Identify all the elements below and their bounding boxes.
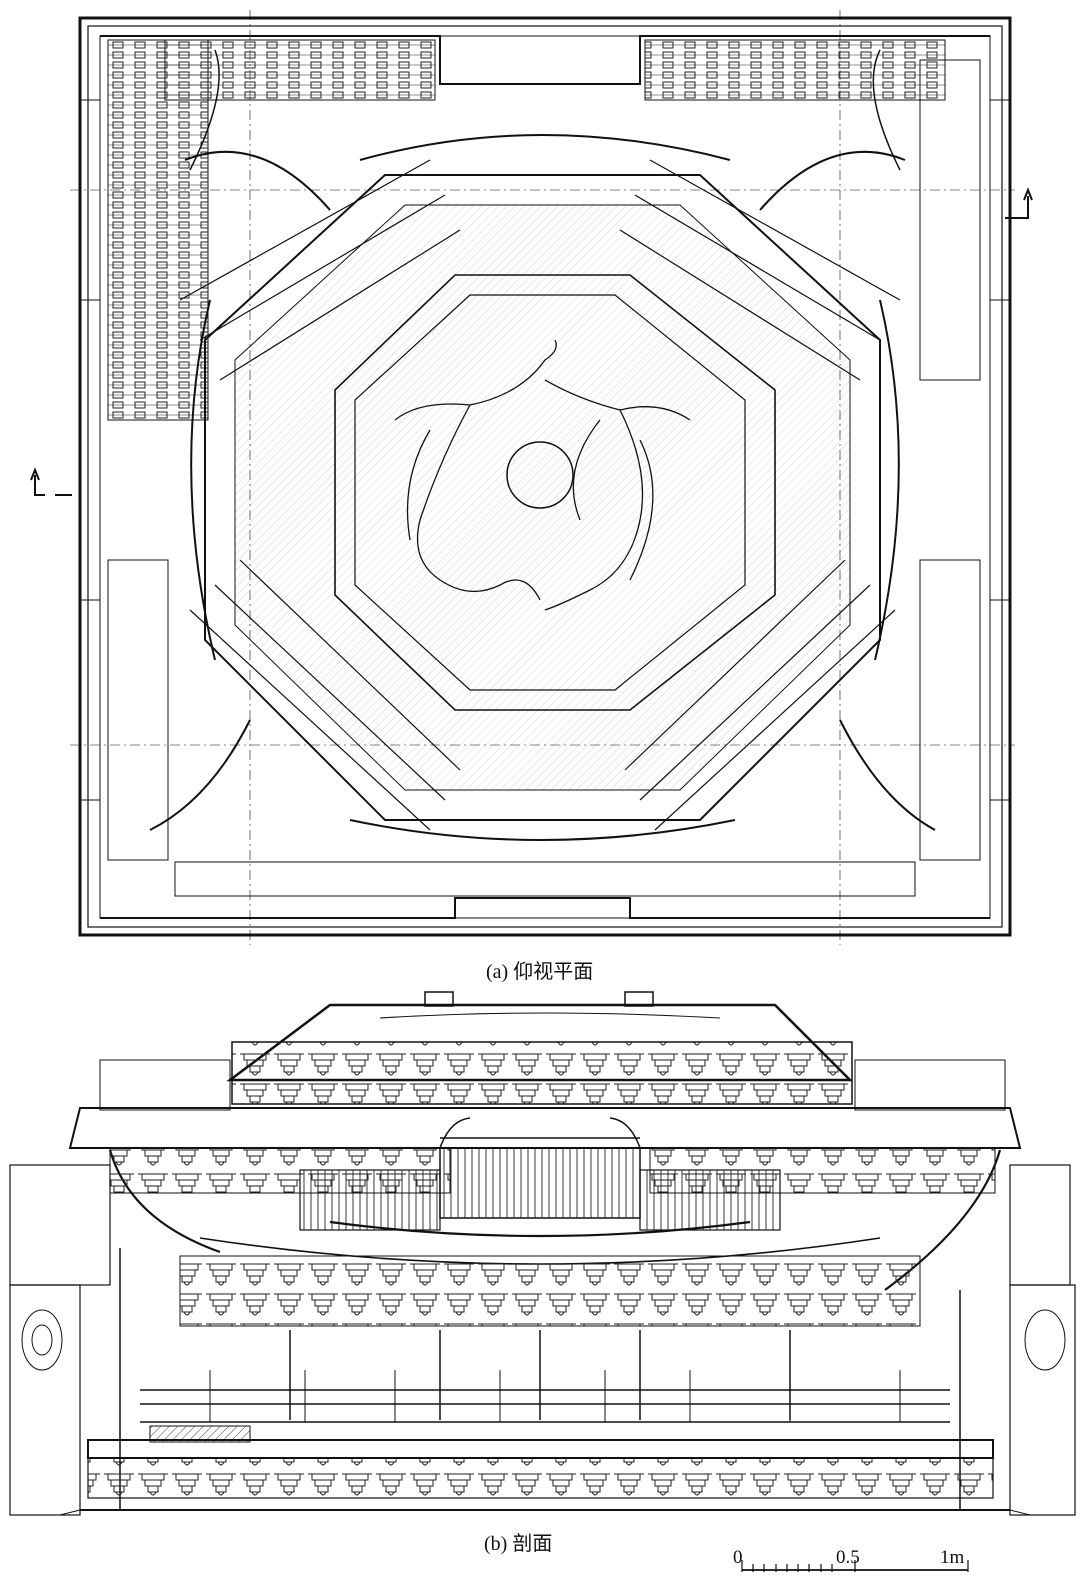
- scale-label-zero: 0: [733, 1547, 743, 1568]
- plan-caption: (a) 仰视平面: [486, 961, 594, 983]
- scale-bar: [741, 1560, 969, 1572]
- scale-label-one: 1m: [940, 1547, 965, 1568]
- section-caption: (b) 剖面: [484, 1533, 553, 1555]
- section-drawing: [9, 991, 1076, 1516]
- plan-drawing: [30, 10, 1033, 945]
- scale-label-half: 0.5: [836, 1547, 860, 1568]
